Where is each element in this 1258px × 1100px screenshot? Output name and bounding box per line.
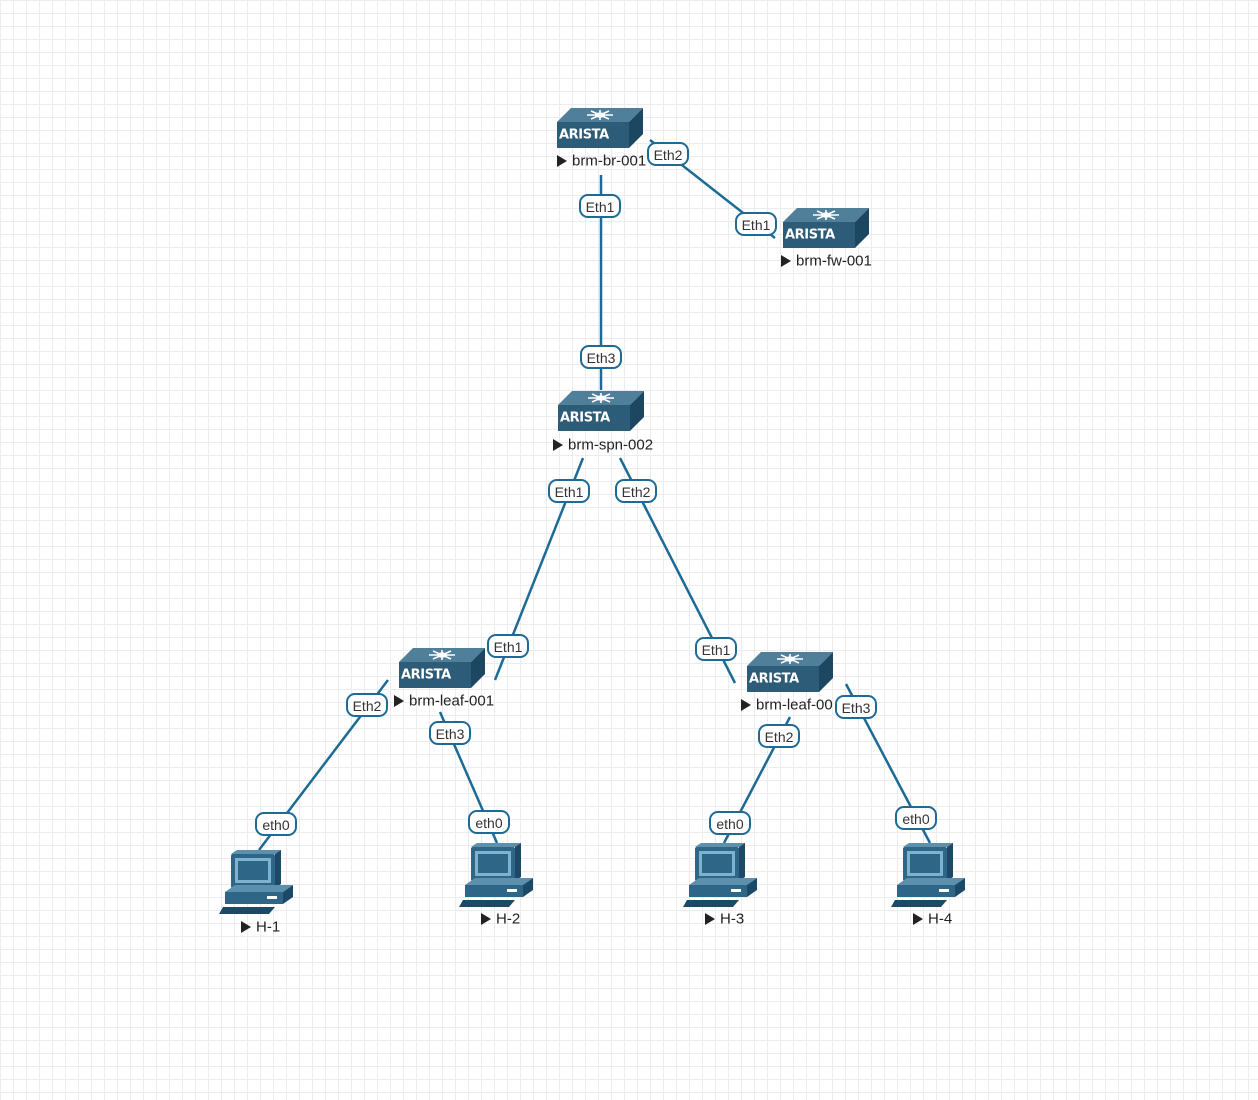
node-brm-br-001[interactable]: ARISTA brm-br-001: [557, 108, 646, 170]
play-icon[interactable]: [557, 155, 567, 167]
node-label: brm-leaf-00: [756, 697, 833, 714]
port-label-text: Eth2: [765, 729, 794, 745]
workstation-icon: [219, 850, 293, 914]
node-h-3[interactable]: H-3: [683, 843, 757, 928]
port-label-text: Eth2: [622, 484, 651, 500]
port-label-text: eth0: [902, 811, 929, 827]
port-label-text: Eth2: [654, 147, 683, 163]
arista-switch-icon: ARISTA: [783, 208, 869, 248]
play-icon[interactable]: [481, 913, 491, 925]
arista-switch-icon: ARISTA: [558, 391, 644, 431]
brand-logo-text: ARISTA: [749, 672, 799, 687]
node-label: H-3: [720, 911, 744, 928]
node-h-4[interactable]: H-4: [891, 843, 965, 928]
play-icon[interactable]: [553, 439, 563, 451]
port-label-eth1[interactable]: Eth1: [579, 194, 621, 218]
arista-switch-icon: ARISTA: [747, 652, 833, 692]
port-label-eth2[interactable]: Eth2: [346, 693, 388, 717]
port-label-text: eth0: [716, 816, 743, 832]
port-label-text: Eth2: [353, 698, 382, 714]
play-icon[interactable]: [705, 913, 715, 925]
node-brm-leaf-001[interactable]: ARISTA brm-leaf-001: [394, 648, 494, 710]
port-label-text: eth0: [262, 817, 289, 833]
port-label-eth2[interactable]: Eth2: [615, 479, 657, 503]
brand-logo-text: ARISTA: [559, 128, 609, 143]
node-brm-leaf-002[interactable]: ARISTA brm-leaf-00: [741, 652, 833, 714]
node-brm-fw-001[interactable]: ARISTA brm-fw-001: [781, 208, 872, 270]
brand-logo-text: ARISTA: [401, 668, 451, 683]
port-label-eth0[interactable]: eth0: [895, 806, 937, 830]
play-icon[interactable]: [741, 699, 751, 711]
port-label-text: Eth1: [555, 484, 584, 500]
port-labels-layer: Eth2Eth1Eth1Eth3Eth1Eth1Eth2Eth1Eth2eth0…: [255, 142, 937, 836]
port-label-eth0[interactable]: eth0: [255, 812, 297, 836]
nodes-layer: ARISTAbrm-br-001ARISTAbrm-fw-001ARISTAbr…: [219, 108, 965, 936]
port-label-text: Eth1: [586, 199, 615, 215]
port-label-text: Eth1: [742, 217, 771, 233]
node-h-1[interactable]: H-1: [219, 850, 293, 936]
play-icon[interactable]: [913, 913, 923, 925]
port-label-eth3[interactable]: Eth3: [429, 721, 471, 745]
play-icon[interactable]: [241, 921, 251, 933]
port-label-text: Eth3: [587, 350, 616, 366]
node-h-2[interactable]: H-2: [459, 843, 533, 928]
workstation-icon: [891, 843, 965, 907]
port-label-eth0[interactable]: eth0: [709, 811, 751, 835]
brand-logo-text: ARISTA: [785, 228, 835, 243]
play-icon[interactable]: [781, 255, 791, 267]
port-label-eth3[interactable]: Eth3: [835, 695, 877, 719]
port-label-text: Eth1: [702, 642, 731, 658]
workstation-icon: [459, 843, 533, 907]
node-label: brm-br-001: [572, 153, 646, 170]
node-label: H-4: [928, 911, 952, 928]
port-label-text: eth0: [475, 815, 502, 831]
brand-logo-text: ARISTA: [560, 411, 610, 426]
node-label: H-1: [256, 919, 280, 936]
port-label-eth2[interactable]: Eth2: [647, 142, 689, 166]
arista-switch-icon: ARISTA: [399, 648, 485, 688]
workstation-icon: [683, 843, 757, 907]
node-label: H-2: [496, 911, 520, 928]
node-label: brm-leaf-001: [409, 693, 494, 710]
port-label-eth1[interactable]: Eth1: [735, 212, 777, 236]
node-label: brm-fw-001: [796, 253, 872, 270]
arista-switch-icon: ARISTA: [557, 108, 643, 148]
port-label-eth3[interactable]: Eth3: [580, 345, 622, 369]
port-label-eth2[interactable]: Eth2: [758, 724, 800, 748]
port-label-text: Eth1: [494, 639, 523, 655]
node-label: brm-spn-002: [568, 437, 653, 454]
node-brm-spn-002[interactable]: ARISTA brm-spn-002: [553, 391, 653, 454]
port-label-eth1[interactable]: Eth1: [548, 479, 590, 503]
port-label-eth0[interactable]: eth0: [468, 810, 510, 834]
port-label-text: Eth3: [842, 700, 871, 716]
port-label-text: Eth3: [436, 726, 465, 742]
play-icon[interactable]: [394, 695, 404, 707]
port-label-eth1[interactable]: Eth1: [695, 637, 737, 661]
port-label-eth1[interactable]: Eth1: [487, 634, 529, 658]
